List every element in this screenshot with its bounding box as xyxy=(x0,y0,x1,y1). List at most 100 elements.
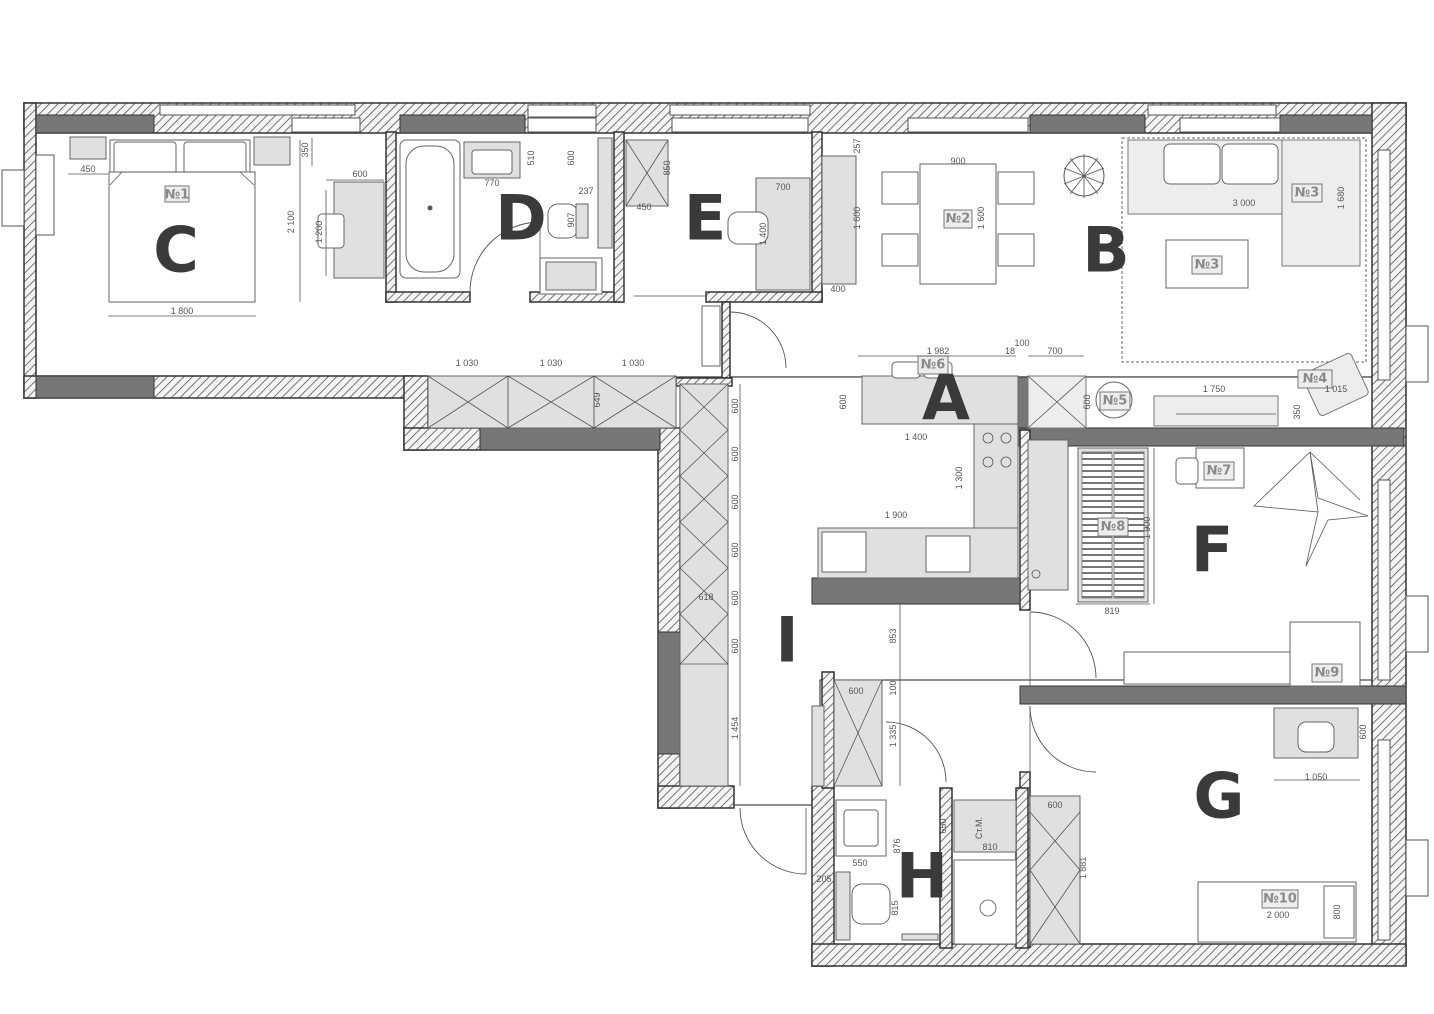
tag-n3b: №3 xyxy=(1195,258,1220,273)
dim-e-700: 700 xyxy=(775,182,790,192)
dining-chair-3 xyxy=(997,171,1035,205)
dim-a-700: 700 xyxy=(1047,346,1062,356)
room-label-a: A xyxy=(922,362,970,435)
dim-a-100: 100 xyxy=(1014,338,1029,348)
dim-d-600: 600 xyxy=(566,150,576,165)
room-label-b: B xyxy=(1082,214,1129,287)
dim-f-1900: 1 900 xyxy=(1142,517,1152,540)
counter-top xyxy=(861,375,1019,425)
dim-b-900: 900 xyxy=(950,156,965,166)
dim-h-650: 650 xyxy=(938,818,948,833)
dim-i-600f: 600 xyxy=(730,638,740,653)
corridor-i: 600 600 600 600 600 600 618 1 454 853 10… xyxy=(679,383,947,875)
bathroom-d: 770 510 600 237 907 xyxy=(399,137,613,295)
chair-c xyxy=(317,213,345,249)
tag-n9: №9 xyxy=(1315,666,1340,681)
tag-n6: №6 xyxy=(921,358,946,373)
dim-g-600w: 600 xyxy=(1047,800,1062,810)
hall-wardrobes: 1 030 1 030 1 030 649 xyxy=(427,358,677,429)
room-label-d: D xyxy=(495,182,546,255)
toilet-h xyxy=(851,883,891,925)
tag-n2: №2 xyxy=(946,212,971,227)
dim-b-400: 400 xyxy=(830,284,845,294)
dim-i-600d: 600 xyxy=(730,542,740,557)
dim-h-810: 810 xyxy=(982,842,997,852)
room-label-f: F xyxy=(1191,514,1233,587)
dim-b-1680: 1 680 xyxy=(1336,187,1346,210)
dim-d-770: 770 xyxy=(484,178,499,188)
dining-chair-1 xyxy=(881,171,919,205)
dim-e-1400: 1 400 xyxy=(758,223,768,246)
dim-g-1050: 1 050 xyxy=(1305,772,1328,782)
dim-f-819: 819 xyxy=(1104,606,1119,616)
room-f: №8 №7 №9 1 900 819 xyxy=(1029,447,1369,687)
dim-hall-1030c: 1 030 xyxy=(622,358,645,368)
study-e: 850 450 700 1 400 1 600 xyxy=(625,139,862,369)
dim-c-1200: 1 200 xyxy=(314,221,324,244)
dim-hall-1030a: 1 030 xyxy=(456,358,479,368)
dim-hall-649: 649 xyxy=(592,392,602,407)
plant-icon xyxy=(1063,154,1105,198)
dim-a-1300: 1 300 xyxy=(954,467,964,490)
dim-c-600: 600 xyxy=(352,169,367,179)
tv-bench xyxy=(1153,395,1279,427)
dim-i-853: 853 xyxy=(888,628,898,643)
dim-e-850: 850 xyxy=(662,160,672,175)
dim-hall-1030b: 1 030 xyxy=(540,358,563,368)
dim-h-815: 815 xyxy=(890,900,900,915)
living-b: 900 1 600 3 000 1 680 257 400 №2 №3 №3 №… xyxy=(830,137,1369,427)
windows xyxy=(1,104,1429,941)
dim-d-907: 907 xyxy=(566,212,576,227)
cabinet-be xyxy=(821,155,857,285)
bedroom-c: 450 1 800 2 100 600 1 200 350 №1 xyxy=(68,136,385,317)
room-label-h: H xyxy=(896,840,948,913)
dim-i-600e: 600 xyxy=(730,590,740,605)
dim-a-600l: 600 xyxy=(838,394,848,409)
room-label-c: C xyxy=(153,214,199,287)
wardrobe-g xyxy=(1029,795,1081,945)
tag-st-m: Ст.М. xyxy=(974,817,984,839)
room-label-i: I xyxy=(775,604,798,677)
dim-b-350: 350 xyxy=(1292,404,1302,419)
tent-icon xyxy=(1253,451,1369,567)
dim-c-1800: 1 800 xyxy=(171,306,194,316)
tag-n3a: №3 xyxy=(1295,186,1320,201)
dim-a-1900: 1 900 xyxy=(885,510,908,520)
dim-b-257: 257 xyxy=(852,138,862,153)
tag-n4: №4 xyxy=(1303,372,1328,387)
dim-c-450: 450 xyxy=(80,164,95,174)
desk-e xyxy=(755,177,811,291)
dim-e-1600: 1 600 xyxy=(852,207,862,230)
dim-i-1335: 1 335 xyxy=(888,725,898,748)
room-g: 1 050 600 600 1 881 №10 2 000 800 xyxy=(1029,705,1368,945)
room-label-e: E xyxy=(684,182,726,255)
dim-h-550: 550 xyxy=(852,858,867,868)
dim-i-600a: 600 xyxy=(730,398,740,413)
room-label-g: G xyxy=(1194,760,1245,833)
dim-c-2100: 2 100 xyxy=(286,211,296,234)
dim-c-350: 350 xyxy=(300,142,310,157)
dim-a-1400: 1 400 xyxy=(905,432,928,442)
dim-h-205: 205 xyxy=(816,874,831,884)
dim-i-600b: 600 xyxy=(730,446,740,461)
dining-chair-2 xyxy=(881,233,919,267)
dim-i-100: 100 xyxy=(888,680,898,695)
boiler-h xyxy=(953,859,1017,945)
dim-a-1982: 1 982 xyxy=(927,346,950,356)
dim-i-600top: 600 xyxy=(848,686,863,696)
bathroom-h: Ст.М. 810 876 650 550 205 815 xyxy=(816,799,1017,945)
tag-n5: №5 xyxy=(1103,394,1128,409)
dim-b-1600: 1 600 xyxy=(976,207,986,230)
dim-g-2000: 2 000 xyxy=(1267,910,1290,920)
tag-n1-box xyxy=(164,185,190,203)
dim-i-600c: 600 xyxy=(730,494,740,509)
dim-b-1015: 1 015 xyxy=(1325,384,1348,394)
kitchen-a: №5 №6 1 982 18 100 700 600 600 1 400 1 3… xyxy=(817,338,1133,591)
dim-g-600: 600 xyxy=(1358,724,1368,739)
tag-n1: №1 xyxy=(165,188,190,203)
dim-b-3000: 3 000 xyxy=(1233,198,1256,208)
dining-chair-4 xyxy=(997,233,1035,267)
dim-a-600r: 600 xyxy=(1082,394,1092,409)
dim-b-1750: 1 750 xyxy=(1203,384,1226,394)
